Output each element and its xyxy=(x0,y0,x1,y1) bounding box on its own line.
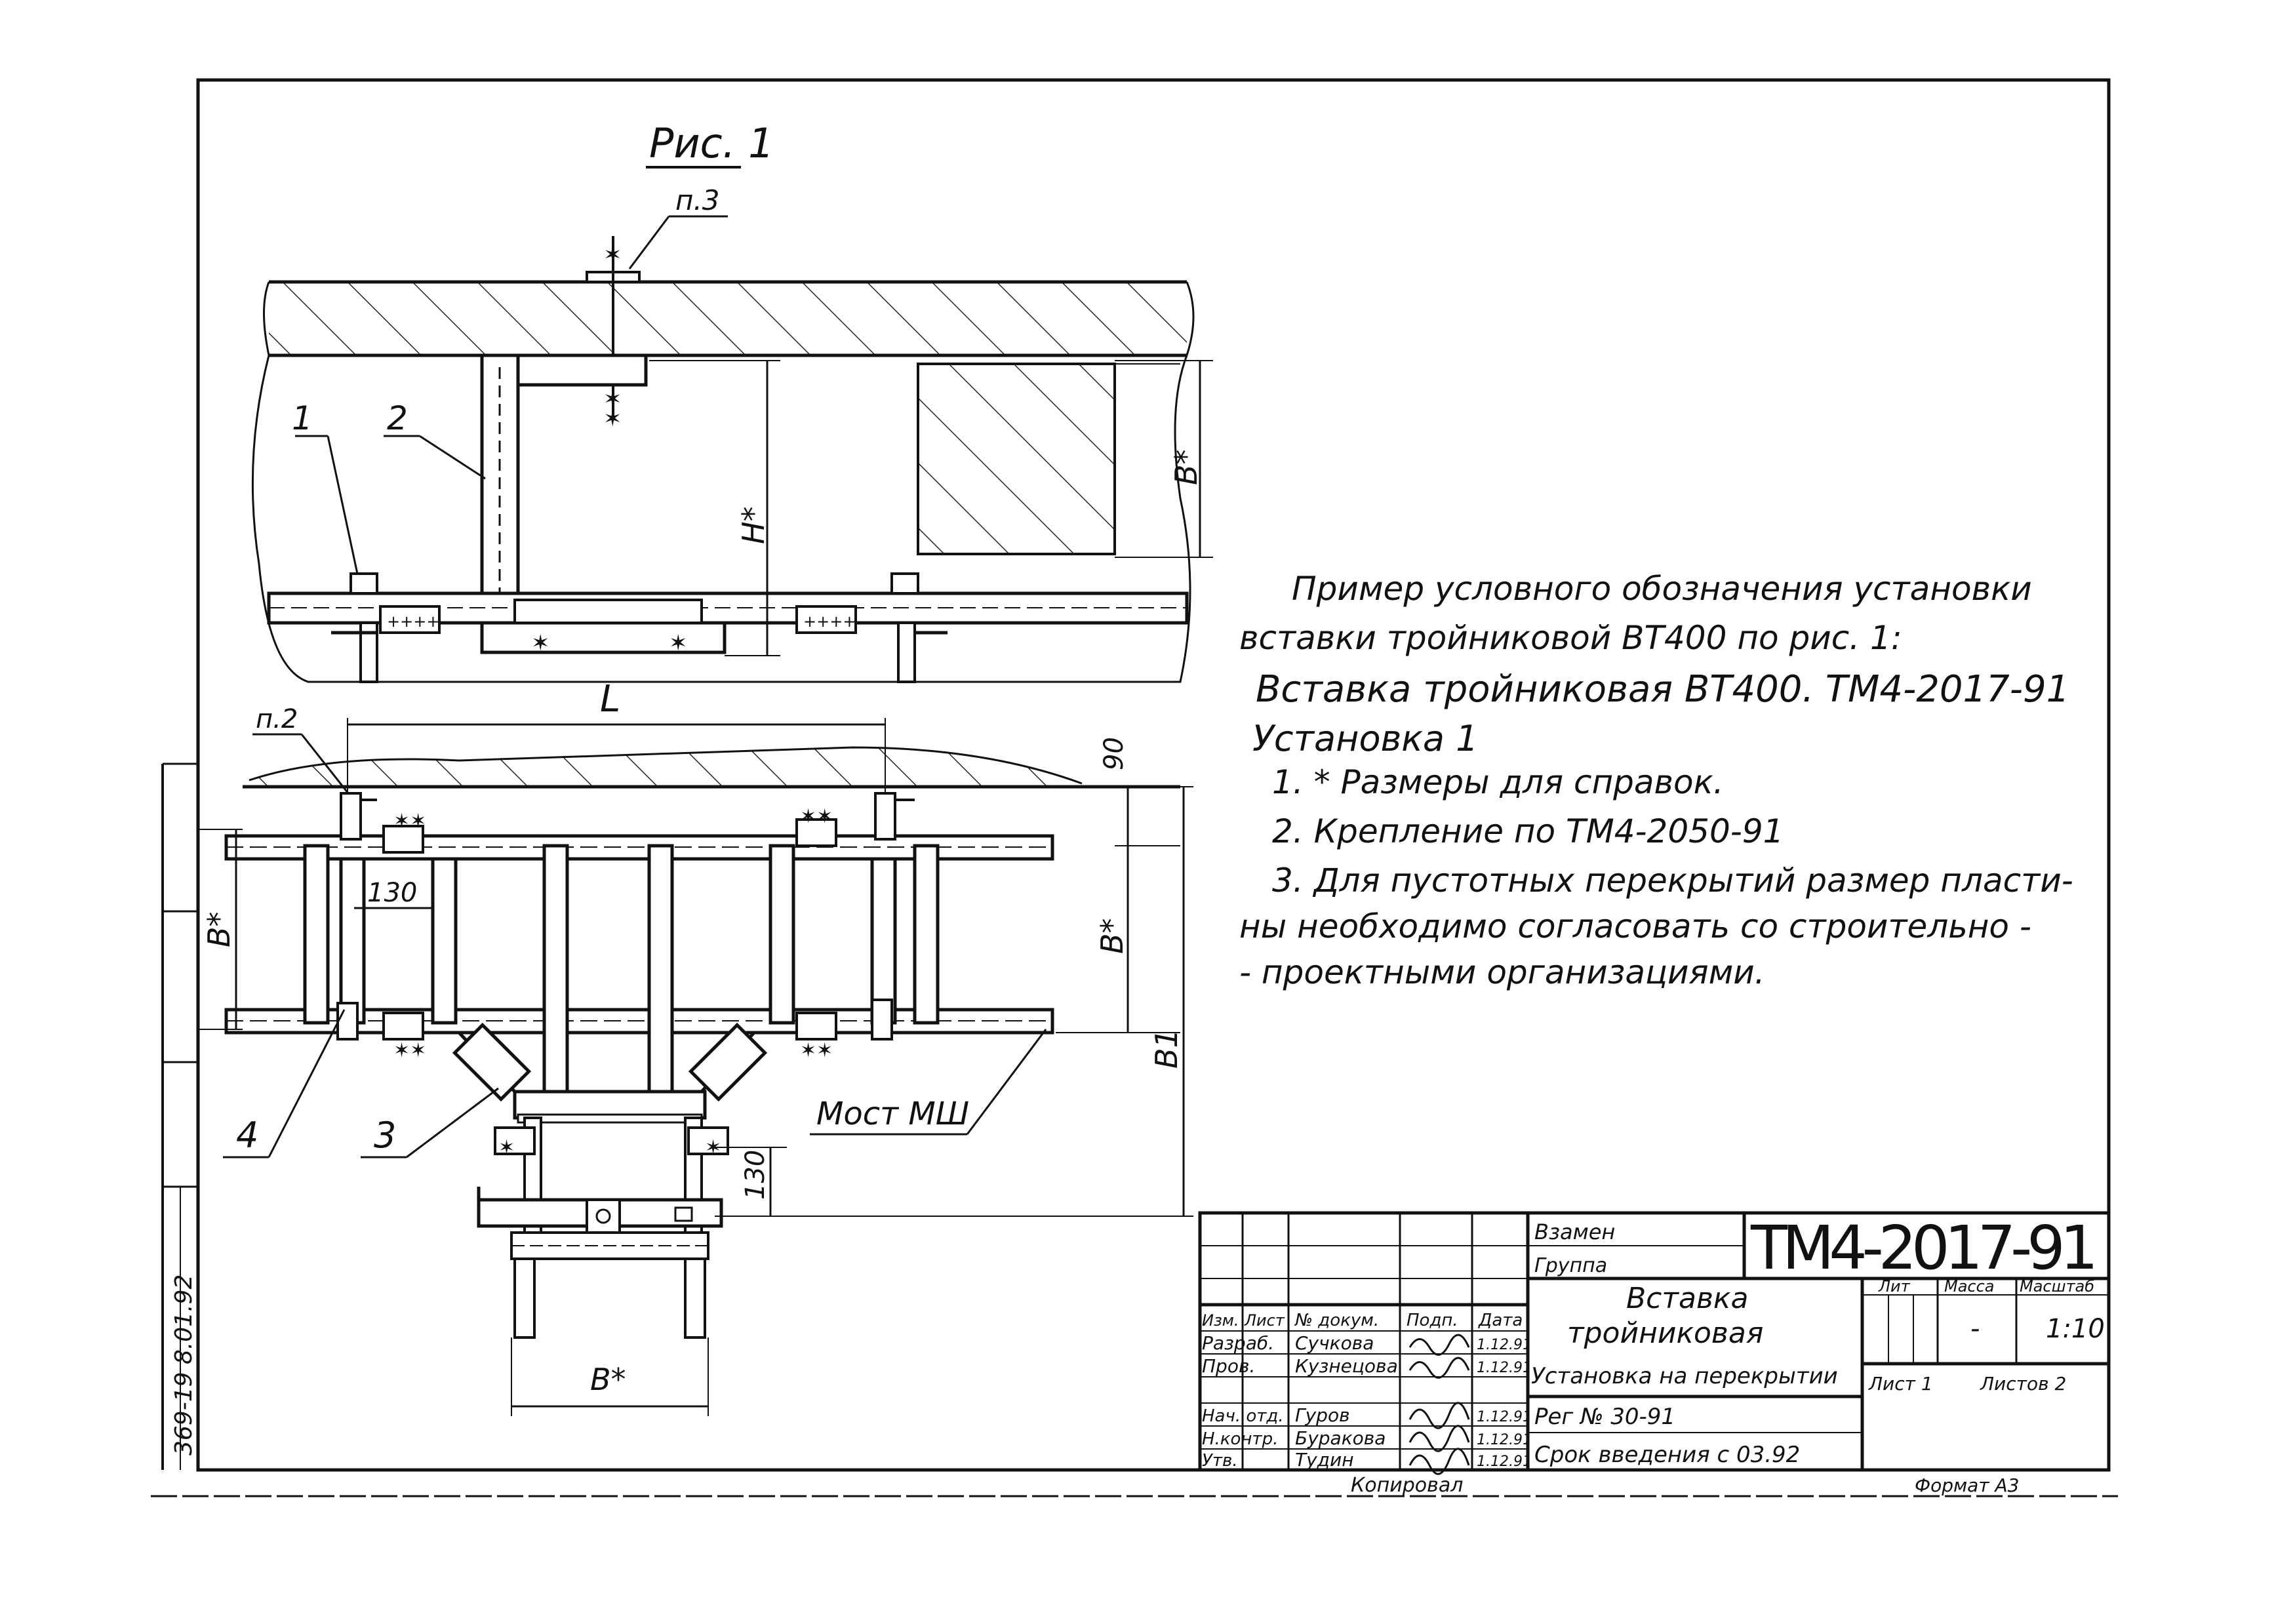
sig-name-2: Кузнецова xyxy=(1295,1355,1398,1377)
sheet-frame xyxy=(196,78,2111,1472)
callout-p2: п.2 xyxy=(256,704,298,734)
masshtab-value: 1:10 xyxy=(2046,1314,2105,1344)
dim-B1: B1 xyxy=(1149,1029,1184,1069)
dim-B-bottom: B* xyxy=(590,1362,626,1397)
handwritten-signatures xyxy=(1408,1334,1470,1475)
dim-B-top: B* xyxy=(1168,449,1204,485)
name-line3: Установка на перекрытии xyxy=(1531,1363,1838,1389)
svg-text:✶✶: ✶✶ xyxy=(800,805,833,828)
dim-B-mid: B* xyxy=(1094,918,1130,954)
margin-stamp: 369-19 8.01.92 xyxy=(170,1275,197,1456)
srok: Срок введения с 03.92 xyxy=(1534,1442,1800,1468)
masshtab-label: Масштаб xyxy=(2020,1277,2094,1296)
reg-no: Рег № 30-91 xyxy=(1534,1404,1675,1430)
callout-1: 1 xyxy=(292,399,313,437)
sig-role-5: Утв. xyxy=(1202,1451,1238,1471)
callout-4: 4 xyxy=(236,1115,258,1156)
dim-90: 90 xyxy=(1099,737,1129,770)
listov-label: Листов 2 xyxy=(1980,1373,2066,1395)
title-block: Изм. Лист № докум. Подп. Дата Разраб. Су… xyxy=(1198,1211,2111,1475)
svg-text:✶: ✶ xyxy=(669,630,688,656)
plan-view: L п.2 90 ✶✶ ✶✶ ✶✶ ✶✶ xyxy=(197,678,1193,1416)
hdr-list: Лист xyxy=(1244,1311,1285,1330)
note-example-1: Пример условного обозначения установки xyxy=(1292,570,2032,608)
note-3-line3: - проектными организациями. xyxy=(1239,953,1765,991)
dim-H: H* xyxy=(736,506,771,544)
svg-text:✶: ✶ xyxy=(498,1136,515,1159)
svg-text:✶✶: ✶✶ xyxy=(393,810,426,833)
sig-date-3: 1.12.91 xyxy=(1477,1409,1532,1425)
sig-date-4: 1.12.91 xyxy=(1477,1432,1532,1448)
hdr-podp: Подп. xyxy=(1407,1311,1458,1330)
hdr-doc: № докум. xyxy=(1294,1311,1379,1330)
list-label: Лист 1 xyxy=(1868,1373,1933,1395)
gruppa: Группа xyxy=(1534,1254,1607,1277)
hdr-izm: Изм. xyxy=(1202,1311,1239,1330)
note-3-line1: 3. Для пустотных перекрытий размер пласт… xyxy=(1272,862,2073,900)
sig-date-5: 1.12.91 xyxy=(1477,1454,1532,1470)
massa-label: Масса xyxy=(1944,1277,1995,1296)
svg-text:✶: ✶ xyxy=(603,406,622,432)
lit-label: Лит xyxy=(1878,1277,1911,1296)
sig-name-3: Гуров xyxy=(1295,1404,1350,1426)
name-line2: тройниковая xyxy=(1567,1317,1763,1350)
sig-role-3: Нач. отд. xyxy=(1202,1406,1284,1426)
document-code: ТМ4-2017-91 xyxy=(1750,1213,2098,1283)
note-example-2: вставки тройниковой ВТ400 по рис. 1: xyxy=(1239,619,1902,657)
callout-bridge: Мост МШ xyxy=(816,1096,969,1132)
note-installation: Установка 1 xyxy=(1252,718,1479,759)
dim-L: L xyxy=(600,678,620,721)
svg-text:✶: ✶ xyxy=(531,630,550,656)
vzamen: Взамен xyxy=(1534,1219,1615,1244)
name-line1: Вставка xyxy=(1626,1282,1748,1315)
svg-text:✶✶: ✶✶ xyxy=(800,1039,833,1062)
figure-title: Рис. 1 xyxy=(649,119,774,167)
notes: Пример условного обозначения установки в… xyxy=(1239,570,2073,991)
callout-2: 2 xyxy=(387,399,408,437)
sig-date-1: 1.12.91 xyxy=(1477,1337,1532,1353)
format-label: Формат А3 xyxy=(1915,1475,2019,1496)
svg-text:✶: ✶ xyxy=(603,386,622,412)
dim-130-b: 130 xyxy=(740,1150,770,1200)
svg-text:✶: ✶ xyxy=(603,242,622,268)
note-designation: Вставка тройниковая ВТ400. ТМ4-2017-91 xyxy=(1256,668,2069,711)
dim-130-a: 130 xyxy=(367,878,417,908)
sig-name-4: Буракова xyxy=(1295,1427,1386,1449)
copied-label: Копировал xyxy=(1351,1474,1463,1497)
hdr-data: Дата xyxy=(1478,1311,1523,1330)
sig-name-1: Сучкова xyxy=(1295,1332,1374,1354)
svg-text:++++: ++++ xyxy=(803,612,856,631)
callout-p3: п.3 xyxy=(675,184,720,216)
massa-value: - xyxy=(1970,1314,1980,1344)
sig-date-2: 1.12.91 xyxy=(1477,1360,1532,1376)
sig-name-5: Тудин xyxy=(1295,1449,1354,1471)
svg-text:✶✶: ✶✶ xyxy=(393,1039,426,1062)
note-2: 2. Крепление по ТМ4-2050-91 xyxy=(1272,812,1784,850)
sig-role-2: Пров. xyxy=(1202,1355,1255,1377)
callout-3: 3 xyxy=(374,1115,396,1156)
note-1: 1. * Размеры для справок. xyxy=(1272,763,1724,801)
sig-role-4: Н.контр. xyxy=(1202,1429,1278,1449)
top-view: ✶ ✶ ✶ п.3 ✶ ✶ ++++ ++++ 1 xyxy=(251,184,1213,683)
svg-text:++++: ++++ xyxy=(387,612,439,631)
binding-strip: 369-19 8.01.92 xyxy=(161,762,198,1470)
note-3-line2: ны необходимо согласовать со строительно… xyxy=(1239,907,2031,945)
sig-role-1: Разраб. xyxy=(1202,1332,1274,1354)
dim-B-left: B* xyxy=(201,911,237,947)
